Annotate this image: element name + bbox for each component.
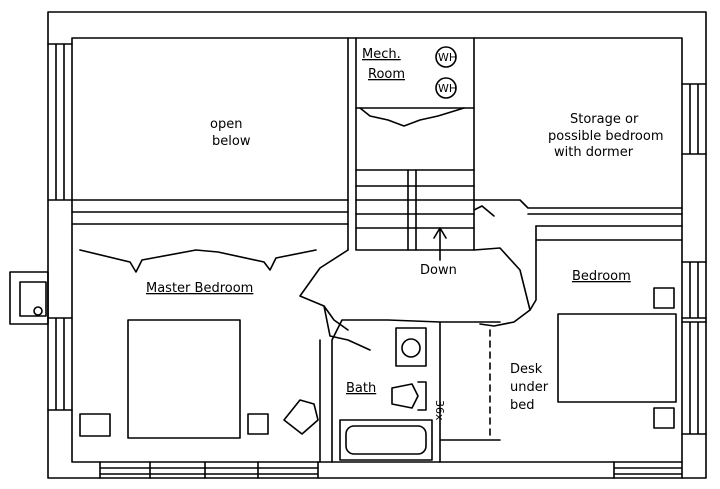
water-heater-1-label: WH bbox=[438, 51, 457, 64]
fixture-note: 36x bbox=[433, 400, 446, 421]
hall-walls bbox=[299, 247, 531, 331]
mech-room-door bbox=[359, 107, 465, 127]
stair-divider bbox=[407, 169, 417, 251]
bath-walls bbox=[331, 319, 441, 463]
open-below-line2: below bbox=[212, 134, 251, 149]
bath-label: Bath bbox=[346, 381, 376, 396]
window-right-top bbox=[681, 83, 707, 155]
master-nightstand-right bbox=[247, 413, 269, 435]
water-heater-1-shape bbox=[435, 46, 457, 68]
master-door-swing bbox=[323, 305, 371, 351]
window-bottom-right bbox=[613, 461, 683, 479]
mech-room-walls bbox=[355, 37, 475, 109]
storage-door bbox=[473, 205, 495, 217]
desk-walls bbox=[439, 321, 501, 441]
window-left-bottom bbox=[47, 317, 73, 411]
water-heater-2-shape bbox=[435, 77, 457, 99]
master-chair bbox=[283, 399, 319, 435]
mech-room-label-line2: Room bbox=[368, 67, 405, 82]
bath-toilet bbox=[391, 381, 427, 411]
open-below-line1: open bbox=[210, 117, 242, 132]
bedroom-walls bbox=[529, 225, 537, 311]
storage-line2: possible bedroom bbox=[548, 129, 664, 144]
storage-line1: Storage or bbox=[570, 112, 639, 127]
stair-outline bbox=[355, 107, 475, 251]
master-bedroom-label: Master Bedroom bbox=[146, 281, 253, 296]
stair-arrow bbox=[433, 227, 447, 261]
bedroom-label: Bedroom bbox=[572, 269, 631, 284]
stair-down-label: Down bbox=[420, 263, 457, 278]
window-right-bottom bbox=[681, 321, 707, 435]
storage-line3: with dormer bbox=[554, 145, 634, 160]
window-bottom-left bbox=[99, 461, 319, 479]
desk-line2: under bbox=[510, 380, 549, 395]
bath-tub bbox=[339, 419, 433, 461]
master-bed bbox=[127, 319, 241, 439]
chimney bbox=[9, 271, 49, 325]
desk-line1: Desk bbox=[510, 362, 543, 377]
stair-treads bbox=[355, 169, 475, 229]
bath-tub-inner bbox=[345, 425, 427, 455]
storage-walls bbox=[473, 199, 683, 241]
bedroom-bed bbox=[557, 313, 677, 403]
chimney-cleanout bbox=[33, 306, 43, 316]
master-closet-doors bbox=[79, 249, 317, 273]
bath-sink bbox=[395, 327, 427, 367]
bath-sink-basin bbox=[401, 338, 421, 358]
window-left-top bbox=[47, 43, 73, 201]
chimney-flue bbox=[19, 281, 47, 317]
bedroom-nightstand-bottom bbox=[653, 407, 675, 429]
master-nightstand-left bbox=[79, 413, 111, 437]
bedroom-nightstand-top bbox=[653, 287, 675, 309]
desk-line3: bed bbox=[510, 398, 535, 413]
open-below-rail bbox=[71, 199, 349, 225]
window-right-mid bbox=[681, 261, 707, 319]
mech-room-label-line1: Mech. bbox=[362, 47, 401, 62]
water-heater-2-label: WH bbox=[438, 82, 457, 95]
